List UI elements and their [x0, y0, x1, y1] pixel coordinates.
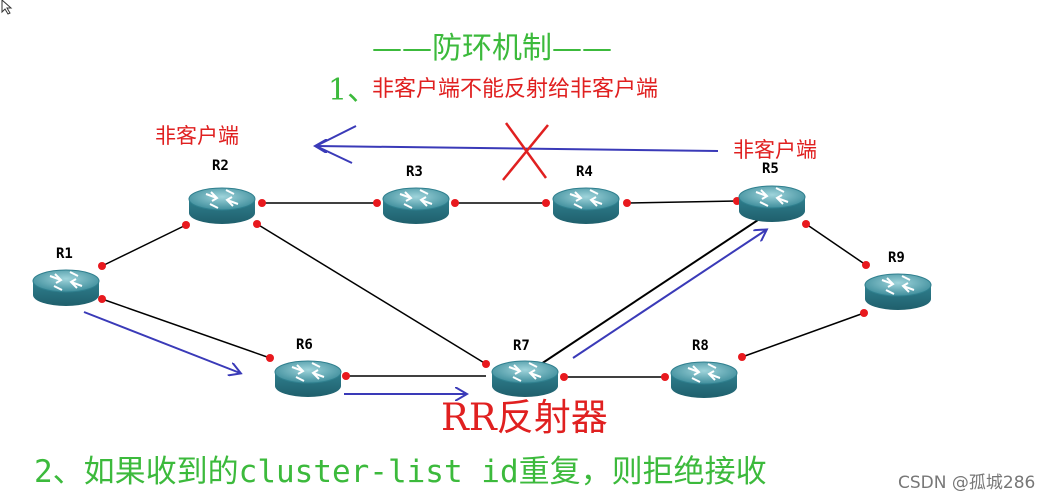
router-label-r2: R2 — [212, 158, 229, 174]
router-r8[interactable]: R8 — [670, 338, 738, 398]
links — [101, 200, 867, 378]
router-arrows-icon — [399, 189, 433, 209]
router-r1[interactable]: R1 — [32, 246, 100, 306]
router-top — [491, 360, 559, 384]
router-label-r4: R4 — [576, 164, 593, 180]
label-non-client-right: 非客户端 — [733, 138, 817, 162]
router-arrows-icon — [881, 275, 915, 295]
router-top — [670, 361, 738, 385]
arrow-r1-r6 — [83, 311, 240, 373]
diagram-title: ——防环机制—— — [372, 31, 612, 66]
interface-dots — [98, 197, 870, 381]
router-r7[interactable]: R7 — [491, 338, 559, 397]
router-top — [32, 269, 100, 293]
cursor-icon — [1, 0, 13, 15]
blocked-reflection-arrow — [316, 146, 719, 151]
label-non-client-left: 非客户端 — [155, 124, 239, 148]
rule1-text: 非客户端不能反射给非客户端 — [372, 77, 658, 102]
router-arrows-icon — [755, 187, 789, 207]
rr-reflector-label: RR反射器 — [441, 396, 608, 439]
link-r9-r5 — [805, 223, 867, 266]
advertisement-arrows — [83, 230, 766, 394]
link-r4-r5 — [626, 200, 738, 204]
router-label-r3: R3 — [406, 164, 423, 180]
router-label-r6: R6 — [296, 337, 313, 353]
link-r2-r7 — [256, 223, 487, 365]
arrow-head-lower — [315, 145, 353, 164]
router-top — [274, 360, 342, 384]
watermark: CSDN @孤城286 — [898, 473, 1035, 493]
router-label-r7: R7 — [513, 338, 530, 354]
router-top — [188, 187, 256, 211]
rule2-text: 2、如果收到的cluster-list id重复，则拒绝接收 — [34, 454, 767, 490]
router-label-r8: R8 — [692, 338, 709, 354]
link-r8-r9 — [741, 312, 865, 358]
link-r7-r5 — [537, 211, 771, 367]
router-arrows-icon — [49, 271, 83, 291]
router-r9[interactable]: R9 — [864, 250, 932, 310]
router-arrows-icon — [205, 189, 239, 209]
router-label-r9: R9 — [888, 250, 905, 266]
router-r3[interactable]: R3 — [382, 164, 450, 224]
router-r2[interactable]: R2 — [188, 158, 256, 224]
rule1-number: 1、 — [328, 73, 377, 108]
link-r1-r6 — [101, 298, 271, 359]
router-arrows-icon — [569, 189, 603, 209]
router-label-r5: R5 — [762, 161, 779, 177]
router-label-r1: R1 — [56, 246, 73, 262]
router-arrows-icon — [508, 362, 542, 382]
router-top — [864, 273, 932, 297]
router-top — [382, 187, 450, 211]
router-arrows-icon — [687, 363, 721, 383]
arrow-head-upper — [315, 125, 357, 147]
router-arrows-icon — [291, 362, 325, 382]
router-r5[interactable]: R5 — [738, 161, 806, 222]
router-top — [552, 187, 620, 211]
router-r6[interactable]: R6 — [274, 337, 342, 397]
blocked-x-icon — [502, 122, 549, 181]
router-r4[interactable]: R4 — [552, 164, 620, 224]
router-top — [738, 185, 806, 209]
arrow-r7-r5 — [572, 230, 766, 359]
link-r1-r2 — [101, 224, 187, 267]
